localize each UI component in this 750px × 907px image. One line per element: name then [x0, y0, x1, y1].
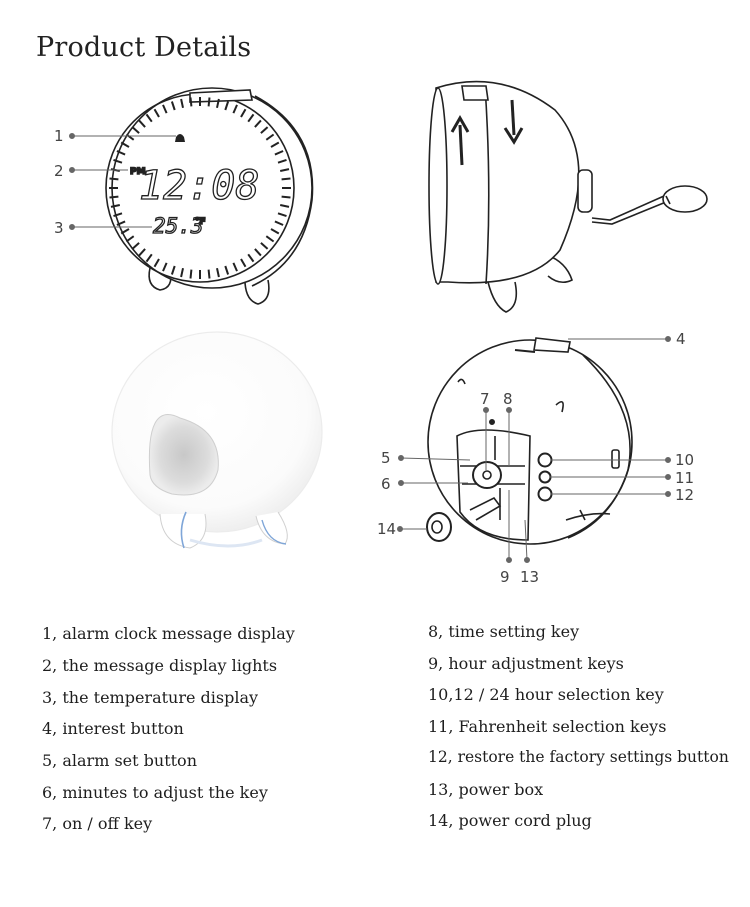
- dial-tick: [109, 177, 119, 181]
- pm-indicator: PM: [130, 167, 146, 177]
- dial-tick: [240, 258, 247, 268]
- dial-tick: [113, 158, 123, 164]
- dial-tick: [138, 119, 146, 128]
- dial-tick: [274, 150, 284, 156]
- dial-tick: [170, 101, 176, 111]
- callout-10: 10: [675, 451, 694, 469]
- callout-9: 9: [500, 568, 510, 586]
- caption-8: 8, time setting key: [428, 622, 580, 641]
- callout-11: 11: [675, 469, 694, 487]
- caption-2: 2, the message display lights: [42, 656, 278, 675]
- caption-13: 13, power box: [428, 780, 544, 799]
- dial-tick: [189, 97, 193, 107]
- dial-tick: [260, 242, 269, 250]
- lcd-temperature: 25.3: [153, 214, 204, 238]
- dial-tick: [153, 108, 160, 118]
- dial-tick: [224, 101, 230, 111]
- dial-tick: [138, 248, 146, 257]
- callout-5: 5: [381, 449, 391, 467]
- dial-tick: [277, 158, 287, 164]
- dial-tick: [207, 269, 211, 279]
- caption-4: 4, interest button: [42, 719, 184, 738]
- dial-tick: [170, 265, 176, 275]
- caption-7: 7, on / off key: [42, 814, 153, 833]
- dial-tick: [254, 119, 262, 128]
- callout-8: 8: [503, 390, 513, 408]
- dial-tick: [254, 248, 262, 257]
- front-callouts: [69, 133, 176, 230]
- dial-tick: [216, 98, 220, 109]
- lcd-time: 12:08: [139, 163, 259, 209]
- dial-tick: [265, 133, 275, 141]
- dial-tick: [131, 242, 140, 250]
- bell-icon: [175, 134, 185, 142]
- callout-14: 14: [377, 520, 396, 538]
- dial-tick: [260, 126, 269, 134]
- dial-tick: [279, 168, 290, 172]
- dial-tick: [270, 228, 280, 235]
- dial-ticks: [109, 97, 291, 279]
- callout-4: 4: [676, 330, 686, 348]
- callout-3: 3: [54, 219, 64, 237]
- dial-tick: [120, 228, 130, 235]
- callout-6: 6: [381, 475, 391, 493]
- callout-12: 12: [675, 486, 694, 504]
- caption-12: 12, restore the factory settings button: [428, 748, 729, 766]
- caption-14: 14, power cord plug: [428, 811, 592, 830]
- dial-tick: [270, 141, 280, 148]
- dial-tick: [281, 195, 291, 199]
- dial-tick: [216, 267, 220, 278]
- dial-tick: [232, 262, 238, 272]
- dial-tick: [131, 126, 140, 134]
- caption-1: 1, alarm clock message display: [42, 624, 295, 643]
- dial-tick: [207, 97, 211, 107]
- caption-9: 9, hour adjustment keys: [428, 654, 624, 673]
- callout-1: 1: [54, 127, 64, 145]
- dial-tick: [189, 269, 193, 279]
- dial-tick: [232, 104, 238, 114]
- rear-view: [426, 337, 633, 545]
- dial-tick: [116, 150, 126, 156]
- lcd-temp-unit: °F: [195, 217, 206, 227]
- rear-callouts: [397, 336, 671, 563]
- callout-13: 13: [520, 568, 539, 586]
- dial-tick: [180, 267, 184, 278]
- dial-tick: [125, 235, 135, 243]
- dial-tick: [224, 265, 230, 275]
- dial-tick: [145, 113, 153, 123]
- dial-tick: [279, 204, 290, 208]
- dial-tick: [109, 195, 119, 199]
- dial-tick: [162, 262, 168, 272]
- dial-tick: [277, 212, 287, 218]
- dial-tick: [125, 133, 135, 141]
- caption-11: 11, Fahrenheit selection keys: [428, 717, 667, 736]
- dial-tick: [110, 204, 121, 208]
- dial-tick: [265, 235, 275, 243]
- caption-5: 5, alarm set button: [42, 751, 197, 770]
- dial-tick: [162, 104, 168, 114]
- dial-tick: [153, 258, 160, 268]
- callout-7: 7: [480, 390, 490, 408]
- dial-tick: [274, 220, 284, 226]
- callout-2: 2: [54, 162, 64, 180]
- page-title: Product Details: [36, 32, 252, 64]
- dial-tick: [247, 253, 255, 263]
- dial-tick: [180, 98, 184, 109]
- dial-tick: [247, 113, 255, 123]
- dial-tick: [116, 220, 126, 226]
- caption-6: 6, minutes to adjust the key: [42, 783, 268, 802]
- caption-3: 3, the temperature display: [42, 688, 259, 707]
- side-view: [428, 80, 708, 313]
- front-view: PM 12:08 25.3 °F: [105, 87, 314, 305]
- dial-tick: [281, 177, 291, 181]
- dial-tick: [113, 212, 123, 218]
- caption-10: 10,12 / 24 hour selection key: [428, 685, 664, 704]
- dial-tick: [120, 141, 130, 148]
- dial-tick: [145, 253, 153, 263]
- glow-view: [111, 331, 323, 549]
- dial-tick: [240, 108, 247, 118]
